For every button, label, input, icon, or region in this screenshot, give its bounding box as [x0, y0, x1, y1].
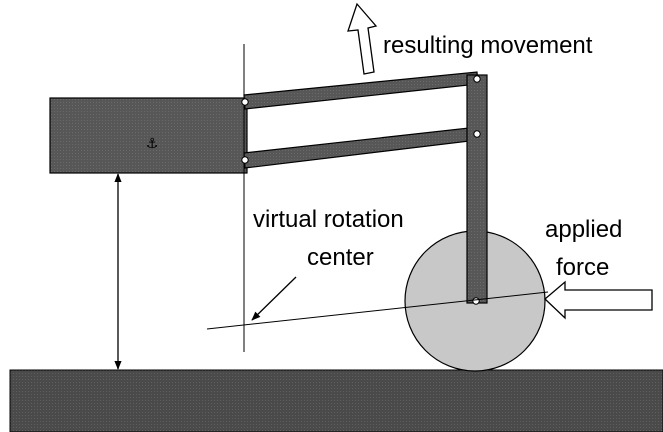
ground-block — [9, 369, 663, 432]
lower-link — [243, 126, 479, 169]
resulting-movement-arrow — [347, 2, 378, 75]
virtual-rotation-label: virtual rotation — [253, 206, 404, 233]
chassis-body — [49, 97, 248, 174]
force-label: force — [556, 254, 609, 281]
applied-force-arrow — [544, 280, 653, 320]
pivot-joint-upper-left — [241, 98, 249, 106]
applied-label: applied — [545, 216, 622, 243]
pivot-joint-lower-right — [473, 130, 481, 138]
rotation-line — [206, 291, 549, 330]
wheel-upright — [466, 74, 488, 304]
rotation-center-pointer — [251, 276, 297, 321]
pivot-joint-lower-left — [241, 156, 249, 164]
wheel-axle-joint — [472, 297, 480, 305]
resulting-movement-label: resulting movement — [383, 32, 593, 59]
anchor-icon: ⚓ — [146, 136, 159, 152]
upper-link — [243, 71, 479, 110]
center-label: center — [307, 244, 374, 271]
pivot-joint-upper-right — [473, 75, 481, 83]
